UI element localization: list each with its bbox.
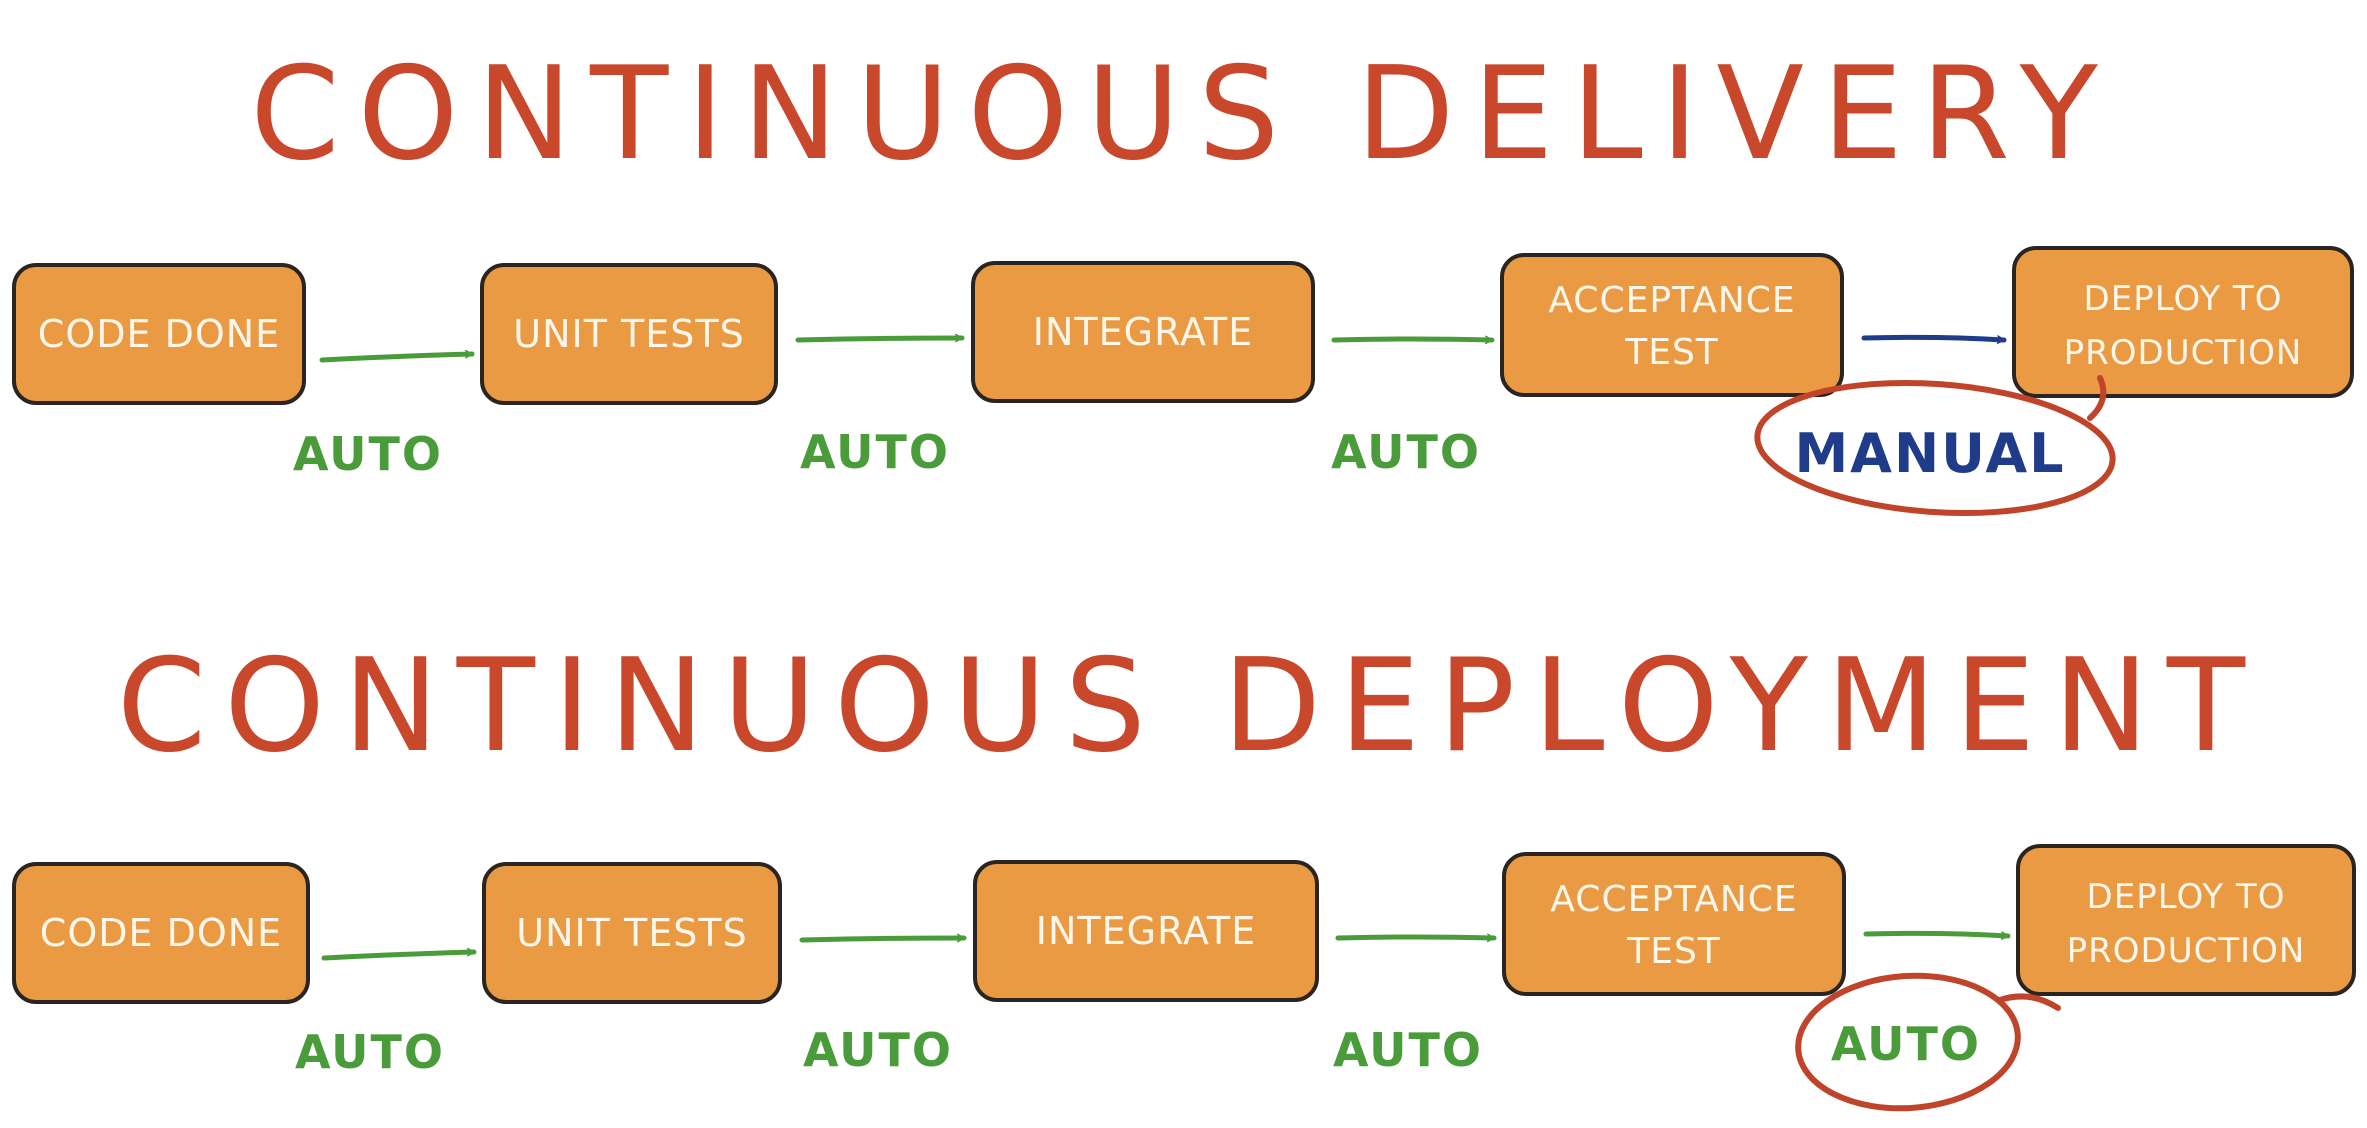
delivery-transition-label: AUTO: [800, 425, 950, 479]
deployment-step-label: INTEGRATE: [1036, 909, 1256, 953]
delivery-step-acceptance-test: ACCEPTANCE TEST: [1500, 253, 1844, 397]
delivery-arrow-3: [1331, 335, 1495, 345]
delivery-step-deploy: DEPLOY TO PRODUCTION: [2012, 246, 2354, 398]
delivery-section: CONTINUOUS DELIVERY CODE DONE UNIT TESTS…: [12, 40, 2354, 517]
deployment-transition-label: AUTO: [803, 1023, 953, 1077]
deployment-step-unit-tests: UNIT TESTS: [482, 862, 782, 1004]
deployment-step-box: [1502, 852, 1846, 996]
deployment-step-integrate: INTEGRATE: [973, 860, 1319, 1002]
deployment-step-label: UNIT TESTS: [516, 911, 747, 955]
step-label-line: ACCEPTANCE: [1548, 280, 1795, 321]
step-label-line: PRODUCTION: [2064, 333, 2303, 373]
delivery-step-unit-tests: UNIT TESTS: [480, 263, 778, 405]
deployment-transition-label: AUTO: [295, 1025, 445, 1079]
deployment-arrow-4: [1863, 930, 2011, 940]
delivery-step-label: UNIT TESTS: [513, 312, 744, 356]
deployment-step-box: [12, 862, 310, 1004]
deployment-step-label: DEPLOY TO PRODUCTION: [2067, 877, 2306, 971]
deployment-step-acceptance-test: ACCEPTANCE TEST: [1502, 852, 1846, 996]
delivery-step-box: [1500, 253, 1844, 397]
delivery-step-label: CODE DONE: [38, 312, 280, 356]
deployment-auto-circle-tail: [1997, 993, 2061, 1011]
delivery-transition-label: AUTO: [1331, 425, 1481, 479]
delivery-step-label: ACCEPTANCE TEST: [1548, 280, 1795, 373]
deployment-transition-label: AUTO: [1333, 1023, 1483, 1077]
delivery-step-label: DEPLOY TO PRODUCTION: [2064, 279, 2303, 373]
deployment-section: CONTINUOUS DEPLOYMENT CODE DONE UNIT TES…: [12, 632, 2356, 1112]
step-label-line: DEPLOY TO: [2087, 877, 2286, 917]
deployment-arrow-2: [799, 933, 967, 943]
delivery-arrow-4: [1861, 334, 2007, 344]
deployment-step-box: [482, 862, 782, 1004]
deployment-arrow-3: [1335, 933, 1497, 943]
deployment-title: CONTINUOUS DEPLOYMENT: [117, 632, 2263, 781]
delivery-step-box: [480, 263, 778, 405]
step-label-line: DEPLOY TO: [2084, 279, 2283, 319]
deployment-auto-circle: [1795, 972, 2021, 1112]
step-label-line: TEST: [1626, 931, 1721, 972]
step-label-line: TEST: [1624, 332, 1719, 373]
deployment-step-label: ACCEPTANCE TEST: [1550, 879, 1797, 972]
deployment-transition-label-final: AUTO: [1831, 1017, 1981, 1071]
deployment-step-deploy: DEPLOY TO PRODUCTION: [2016, 844, 2356, 996]
step-label-line: PRODUCTION: [2067, 931, 2306, 971]
deployment-step-box: [973, 860, 1319, 1002]
delivery-step-box: [971, 261, 1315, 403]
delivery-transition-label: AUTO: [293, 427, 443, 481]
deployment-step-label: CODE DONE: [40, 911, 282, 955]
delivery-step-code-done: CODE DONE: [12, 263, 306, 405]
delivery-title: CONTINUOUS DELIVERY: [250, 40, 2116, 189]
delivery-step-box: [2012, 246, 2354, 398]
step-label-line: ACCEPTANCE: [1550, 879, 1797, 920]
delivery-arrow-2: [795, 333, 965, 343]
delivery-transition-label-manual: MANUAL: [1794, 422, 2065, 485]
delivery-manual-circle-tail: [2087, 375, 2107, 421]
delivery-manual-circle: [1754, 379, 2116, 517]
deployment-step-code-done: CODE DONE: [12, 862, 310, 1004]
delivery-step-label: INTEGRATE: [1033, 310, 1253, 354]
deployment-arrow-1: [321, 947, 477, 961]
delivery-step-box: [12, 263, 306, 405]
deployment-step-box: [2016, 844, 2356, 996]
delivery-step-integrate: INTEGRATE: [971, 261, 1315, 403]
delivery-arrow-1: [319, 349, 475, 363]
